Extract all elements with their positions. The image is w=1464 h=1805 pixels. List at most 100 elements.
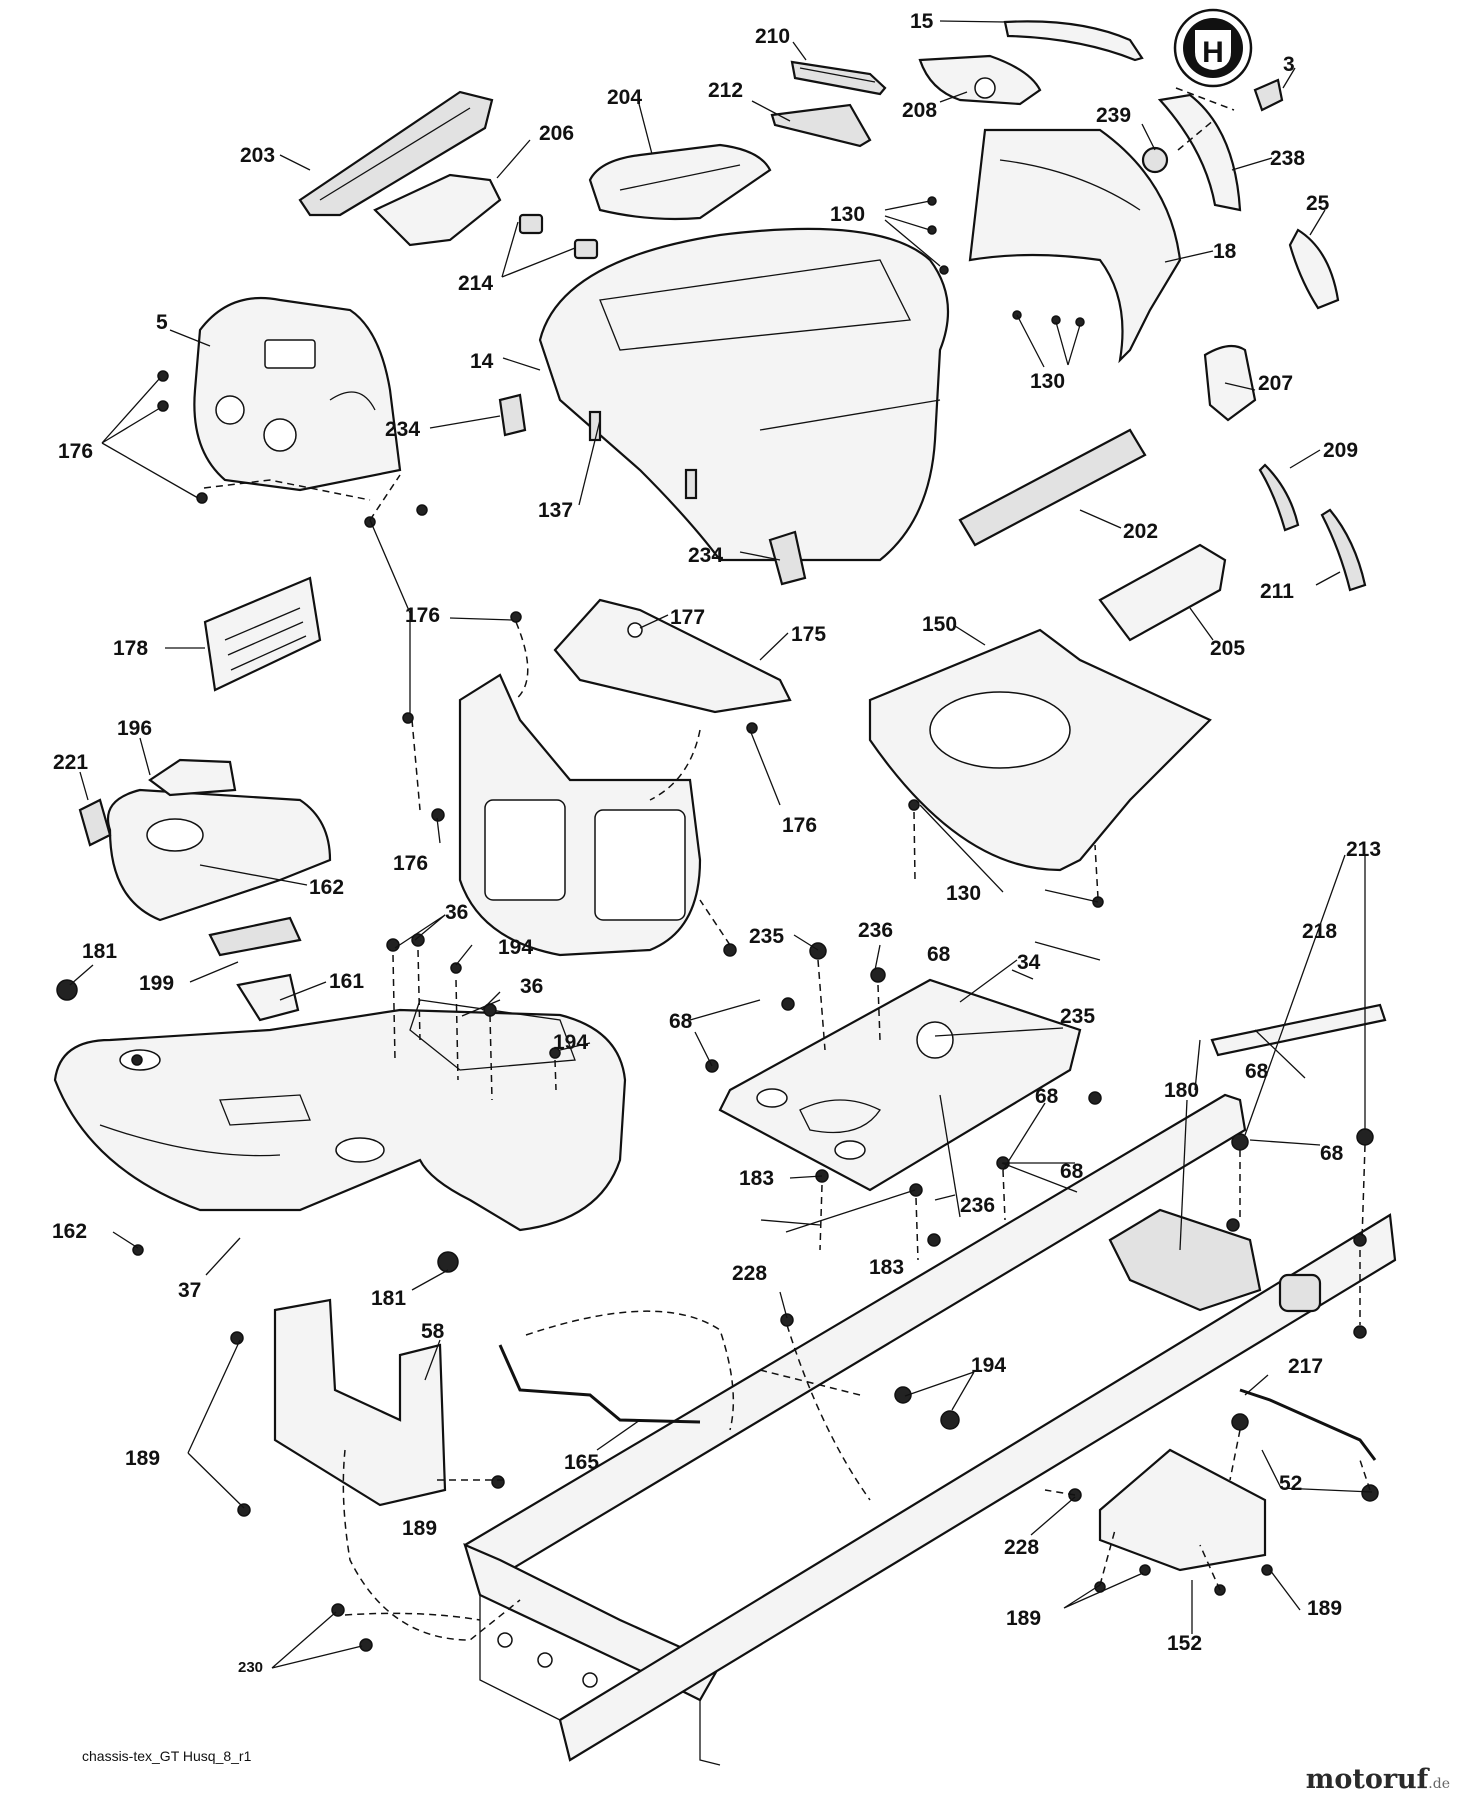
callout-number: 150 [922,613,957,636]
drawing-code: chassis-tex_GT Husq_8_r1 [82,1748,252,1764]
callout-number: 218 [1302,920,1337,943]
callout-number: 236 [858,919,893,942]
callout-number: 206 [539,122,574,145]
callout-number: 176 [393,852,428,875]
callout-number: 152 [1167,1632,1202,1655]
part-34-mounting-plate [718,978,1082,1192]
callout-number: 175 [791,623,826,646]
callout-number: 199 [139,972,174,995]
callout-number: 68 [669,1010,693,1033]
part-152-shield [1098,1448,1267,1572]
callout-number: 228 [732,1262,767,1285]
part-37-fender-deck [53,999,627,1232]
callout-number: 228 [1004,1536,1039,1559]
assembly-dashed-lines [203,87,1371,1641]
part-217-rod [1239,1388,1377,1461]
callout-number: 189 [1006,1607,1041,1630]
part-202-front-grille [958,428,1147,547]
callout-number: 68 [1035,1085,1059,1108]
callout-number: 189 [402,1517,437,1540]
callout-number: 194 [971,1354,1006,1377]
part-239-washer [1141,146,1169,174]
callout-number: 221 [53,751,88,774]
part-18-front-bumper [968,128,1182,364]
callout-number: 130 [946,882,981,905]
part-178-vent-panel [203,576,322,692]
callout-number: 235 [749,925,784,948]
callout-number: 183 [739,1167,774,1190]
watermark: motoruf.de [1306,1764,1450,1795]
part-206-bracket [373,173,502,247]
part-5-dashboard [193,296,402,492]
part-15-trim-strip [1003,20,1144,62]
part-205-panel [1098,543,1227,642]
part-182-dash-housing [458,673,702,957]
callout-number: 68 [1245,1060,1269,1083]
callout-number: 68 [1320,1142,1344,1165]
callout-number: 209 [1323,439,1358,462]
callout-number: 211 [1260,580,1294,603]
callout-number: 37 [178,1279,201,1302]
callout-number: 235 [1060,1005,1095,1028]
callout-number: 238 [1270,147,1305,170]
part-25-trim [1288,228,1340,310]
callout-number: 196 [117,717,152,740]
part-207-headlight [1203,344,1257,422]
callout-number: 234 [688,544,723,567]
callout-number: 52 [1279,1472,1302,1495]
callout-number: 25 [1306,192,1330,215]
part-214-clips [518,213,599,260]
callout-number: 230 [238,1659,263,1676]
part-14-hood [538,227,950,562]
part-203-grille-assembly [298,90,494,217]
callout-number: 194 [498,936,533,959]
part-199-clip [208,916,302,957]
part-175-177-bracket [553,598,792,714]
callout-labels: 15 3 210 208 204 212 239 238 203 206 130… [52,10,1381,1676]
callout-number: 176 [58,440,93,463]
callout-number: 130 [830,203,865,226]
callout-number: 214 [458,272,493,295]
callout-number: 217 [1288,1355,1323,1378]
callout-number: 239 [1096,104,1131,127]
part-161-panel [236,973,300,1022]
callout-number: 58 [421,1320,445,1343]
part-208-headlight-cover [918,54,1042,106]
callout-number: 180 [1164,1079,1199,1102]
part-221-decal [78,798,112,847]
part-3-emblem [1253,78,1284,112]
callout-number: 189 [125,1447,160,1470]
callout-number: 68 [927,943,951,966]
leader-lines [69,20,1373,1669]
callout-number: 213 [1346,838,1381,861]
part-196-seat-console [106,758,332,922]
part-209-grille [1258,463,1300,532]
callout-number: 178 [113,637,148,660]
callout-number: 194 [553,1031,588,1054]
callout-number: 162 [309,876,344,899]
callout-number: 204 [607,86,642,109]
callout-number: 130 [1030,370,1065,393]
part-234-tape [498,393,807,586]
part-150-mower-housing [868,628,1212,872]
callout-number: 36 [520,975,543,998]
callout-number: 183 [869,1256,904,1279]
callout-number: 165 [564,1451,599,1474]
callout-number: 177 [670,606,705,629]
callout-number: 137 [538,499,573,522]
callout-number: 202 [1123,520,1158,543]
callout-number: 236 [960,1194,995,1217]
callout-number: 207 [1258,372,1293,395]
part-210-grille [790,60,887,96]
husqvarna-logo-badge: H [1173,8,1253,88]
part-218-bracket [1210,1003,1387,1057]
callout-number: 68 [1060,1160,1084,1183]
callout-number: 208 [902,99,937,122]
part-238-side-trim [1157,93,1242,212]
callout-number: 34 [1017,951,1041,974]
part-211-grille [1320,508,1367,592]
part-165-rod [498,1344,701,1424]
watermark-tld: .de [1428,1776,1450,1792]
